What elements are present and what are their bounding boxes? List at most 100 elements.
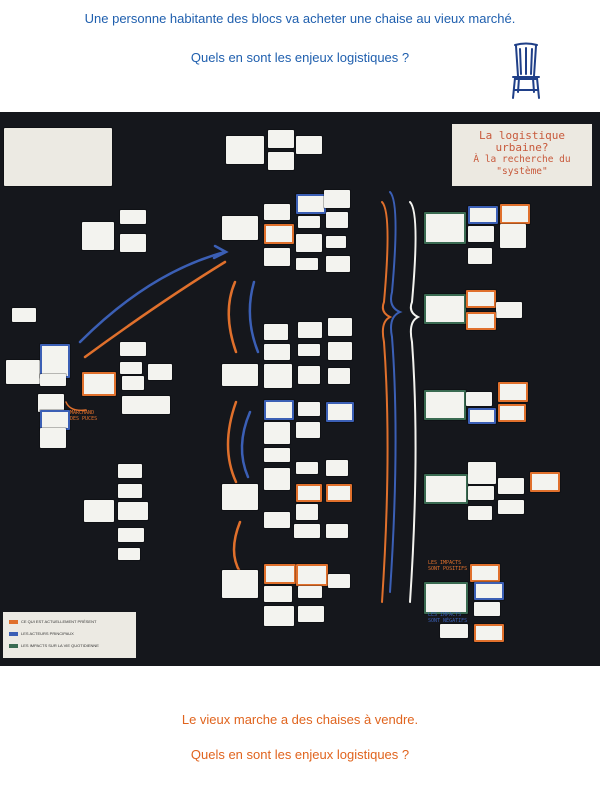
card: [268, 152, 294, 170]
card: [264, 512, 290, 528]
card: [328, 574, 350, 588]
intro-note: [4, 128, 112, 186]
card: [468, 486, 494, 500]
board-arrows: [65, 191, 421, 603]
card: [40, 410, 70, 430]
card: [296, 422, 320, 438]
card: [326, 256, 350, 272]
card: [500, 204, 530, 224]
card: [468, 506, 492, 520]
card: [298, 216, 320, 228]
card: [298, 586, 322, 598]
footer-line-2: Quels en sont les enjeux logistiques ?: [190, 747, 410, 762]
legend-label: CE QUI EST ACTUELLEMENT PRÉSENT: [21, 619, 97, 624]
card: [122, 396, 170, 414]
card: [40, 428, 66, 448]
header-line-1: Une personne habitante des blocs va ache…: [84, 11, 516, 26]
board-title-line-1: La logistique urbaine?: [478, 129, 566, 154]
card: [498, 500, 524, 514]
board-title-line-3: "système": [496, 166, 548, 177]
card: [120, 210, 146, 224]
card: [264, 204, 290, 220]
card: [222, 364, 258, 386]
card: [298, 344, 320, 356]
card: [6, 360, 40, 384]
annotation-impacts-positifs: LES IMPACTS SONT POSITIFS: [428, 560, 468, 572]
card: [264, 248, 290, 266]
card: [264, 564, 296, 584]
card: [294, 524, 320, 538]
legend-label: LES ACTEURS PRINCIPAUX: [21, 631, 74, 636]
board-title-line-2: À la recherche du: [473, 154, 571, 165]
card: [264, 364, 292, 388]
card: [326, 484, 352, 502]
card: [326, 402, 354, 422]
annotation-marchand: MARCHAND DES PUCES: [70, 410, 98, 422]
card: [298, 322, 322, 338]
card: [474, 602, 500, 616]
card: [498, 404, 526, 422]
card: [466, 290, 496, 308]
card: [222, 484, 258, 510]
card: [264, 448, 290, 462]
footer-line-1: Le vieux marche a des chaises à vendre.: [181, 712, 419, 727]
card: [120, 362, 142, 374]
card: [466, 392, 492, 406]
card: [296, 564, 328, 586]
card: [498, 478, 524, 494]
card: [496, 302, 522, 318]
card: [296, 194, 326, 214]
logistics-board: MARCHAND DES PUCES La logistique ur: [0, 112, 600, 666]
card: [82, 222, 114, 250]
legend-row-actors: LES ACTEURS PRINCIPAUX: [9, 631, 74, 637]
card: [328, 342, 352, 360]
card: [118, 548, 140, 560]
card: [84, 500, 114, 522]
card: [424, 212, 466, 244]
header-line-2: Quels en sont les enjeux logistiques ?: [190, 50, 410, 65]
card: [440, 624, 468, 638]
card: [82, 372, 116, 396]
card: [424, 390, 466, 420]
card: [468, 206, 498, 224]
card: [424, 582, 468, 614]
card: [222, 570, 258, 598]
card: [468, 462, 496, 484]
card: [328, 318, 352, 336]
card: [296, 234, 322, 252]
card: [296, 136, 322, 154]
card: [296, 258, 318, 270]
card: [118, 502, 148, 520]
card: [264, 468, 290, 490]
card: [298, 606, 324, 622]
card: [264, 606, 294, 626]
chair-icon: [512, 42, 540, 99]
annotation-impacts-negatifs: LES IMPACTS SONT NÉGATIFS: [428, 612, 468, 624]
card: [298, 366, 320, 384]
card: [118, 528, 144, 542]
legend-row-impacts: LES IMPACTS SUR LA VIE QUOTIDIENNE: [9, 643, 99, 649]
card: [326, 460, 348, 476]
card: [264, 224, 294, 244]
card: [118, 464, 142, 478]
card: [424, 294, 466, 324]
card: [500, 224, 526, 248]
board-title: La logistique urbaine? À la recherche du…: [452, 124, 592, 186]
card: [328, 368, 350, 384]
card: [298, 402, 320, 416]
card: [468, 248, 492, 264]
legend-label: LES IMPACTS SUR LA VIE QUOTIDIENNE: [21, 643, 99, 648]
card: [264, 586, 292, 602]
card: [326, 212, 348, 228]
card: [296, 462, 318, 474]
card: [470, 564, 500, 582]
card: [498, 382, 528, 402]
card: [424, 474, 468, 504]
card: [530, 472, 560, 492]
card: [324, 190, 350, 208]
card: [474, 624, 504, 642]
card: [122, 376, 144, 390]
legend-row-present: CE QUI EST ACTUELLEMENT PRÉSENT: [9, 619, 96, 625]
card: [468, 408, 496, 424]
card: [264, 324, 288, 340]
